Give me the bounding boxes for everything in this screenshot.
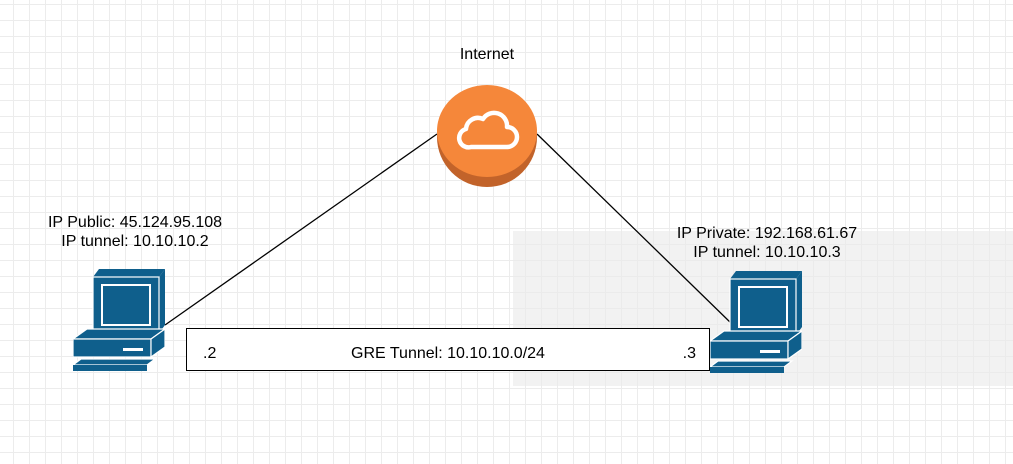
cloud-icon: [437, 85, 537, 187]
tunnel-label: GRE Tunnel: 10.10.10.0/24: [351, 345, 545, 362]
tunnel-left-endpoint: .2: [203, 345, 217, 362]
link-left-to-internet: [164, 133, 438, 326]
internet-label: Internet: [459, 46, 515, 63]
link-internet-to-right: [536, 133, 734, 326]
left-host[interactable]: [71, 269, 167, 371]
desktop-computer-icon: [71, 269, 167, 371]
right-ip-private: IP Private: 192.168.61.67: [676, 225, 858, 242]
gre-tunnel-box[interactable]: .2 GRE Tunnel: 10.10.10.0/24 .3: [186, 328, 710, 371]
tunnel-right-endpoint: .3: [682, 345, 696, 362]
right-ip-tunnel: IP tunnel: 10.10.10.3: [693, 244, 841, 261]
internet-node[interactable]: [437, 85, 537, 187]
right-host[interactable]: [708, 271, 804, 373]
left-ip-public: IP Public: 45.124.95.108: [47, 214, 223, 231]
desktop-computer-icon: [708, 271, 804, 373]
left-host-info: IP Public: 45.124.95.108 IP tunnel: 10.1…: [20, 213, 250, 251]
left-ip-tunnel: IP tunnel: 10.10.10.2: [61, 233, 209, 250]
right-host-info: IP Private: 192.168.61.67 IP tunnel: 10.…: [652, 224, 882, 262]
